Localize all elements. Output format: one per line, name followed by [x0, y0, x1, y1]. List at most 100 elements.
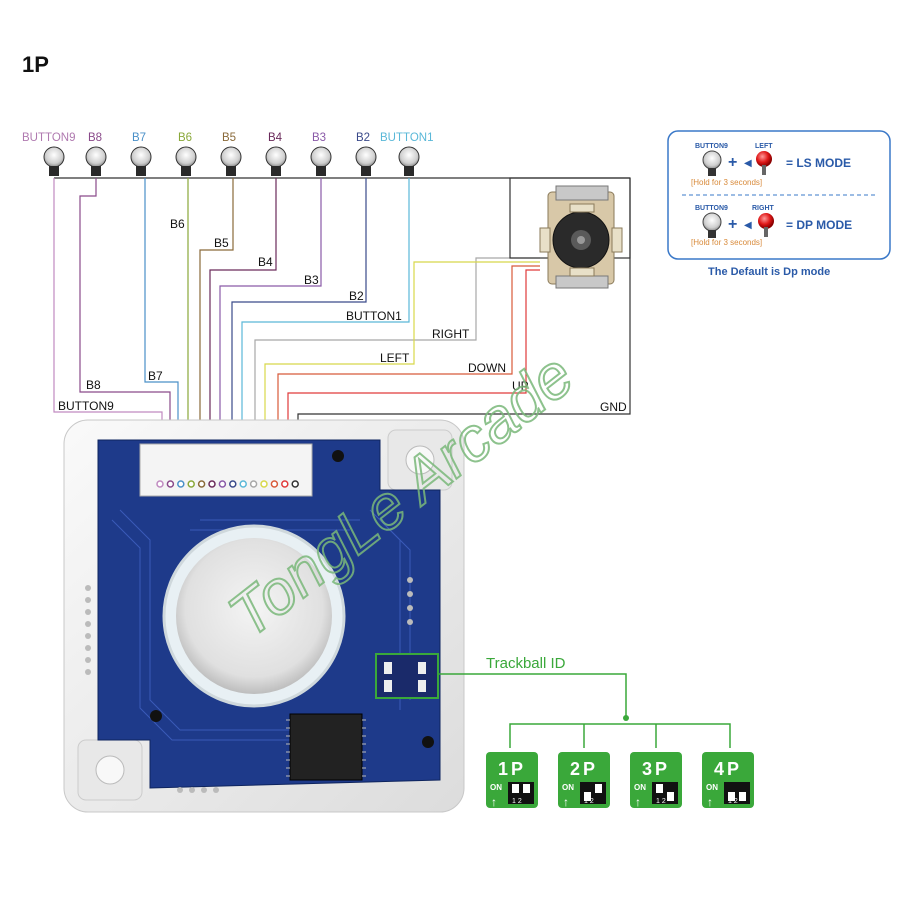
arcade-button-icon [398, 146, 420, 168]
button-label: B8 [88, 132, 102, 144]
wire-label-gnd: GND [600, 400, 627, 414]
arcade-button-stem [271, 166, 281, 176]
ls-button-stem [708, 168, 716, 176]
arcade-button-icon [175, 146, 197, 168]
wire-label-b7: B7 [148, 369, 163, 383]
arcade-button-icon [220, 146, 242, 168]
pcb-screw-holes [150, 450, 434, 748]
connector-pin [239, 480, 247, 488]
button-label: B7 [132, 132, 146, 144]
ls-joystick-ball-icon [756, 151, 772, 167]
dp-hold-note: [Hold for 3 seconds] [691, 238, 762, 247]
wire-label-b3: B3 [304, 273, 319, 287]
id-dip-lever [656, 784, 663, 793]
case-screw-top-right [405, 445, 435, 475]
wire-label-button1: BUTTON1 [346, 309, 402, 323]
ls-joystick-stick [762, 165, 766, 175]
dp-button-label: BUTTON9 [695, 205, 728, 212]
right-arrow-icon: ◀ [744, 220, 752, 231]
arcade-button-stem [49, 166, 59, 176]
wire-label-b2: B2 [349, 289, 364, 303]
up-arrow-icon: ↑ [563, 795, 569, 809]
button-label: BUTTON1 [380, 132, 433, 144]
id-dip-lever [523, 784, 530, 793]
up-arrow-icon: ↑ [491, 795, 497, 809]
up-arrow-icon: ↑ [707, 795, 713, 809]
id-badge-label: 4P [714, 759, 742, 779]
wire-up [287, 269, 540, 445]
wire-label-right: RIGHT [432, 327, 470, 341]
id-dip-numbers: 1 2 [728, 798, 738, 805]
connector-pin [187, 480, 195, 488]
dp-mode-result: = DP MODE [786, 218, 852, 232]
wire-label-button9: BUTTON9 [58, 399, 114, 413]
chip-pins [286, 719, 366, 777]
wire-button1 [241, 178, 410, 445]
wire-connector [139, 443, 313, 497]
arcade-button-stem [316, 166, 326, 176]
wire-label-b8: B8 [86, 378, 101, 392]
dp-plus: + [728, 216, 737, 233]
arcade-button-icon [130, 146, 152, 168]
id-dip-lever [739, 792, 746, 801]
wire-right [254, 257, 540, 445]
wire-b5 [199, 178, 234, 445]
id-badge-label: 1P [498, 759, 526, 779]
arcade-button-stem [404, 166, 414, 176]
connector-pin [218, 480, 227, 488]
arcade-button-stem [226, 166, 236, 176]
id-badge-label: 3P [642, 759, 670, 779]
connector-pin [177, 480, 185, 488]
microcontroller-chip [289, 713, 363, 781]
id-dip-lever [512, 784, 519, 793]
mode-panel: BUTTON9 + LEFT ◀ = LS MODE [Hold for 3 s… [667, 130, 891, 278]
mode-panel-border [667, 130, 891, 260]
button-label: BUTTON9 [22, 132, 75, 144]
connector-pin [197, 480, 206, 488]
id-dip-lever [667, 792, 674, 801]
wire-b8 [79, 178, 171, 445]
ls-hold-note: [Hold for 3 seconds] [691, 178, 762, 187]
board-dip-lever-3 [418, 662, 426, 674]
left-arrow-icon: ◀ [744, 158, 752, 169]
arcade-button-icon [85, 146, 107, 168]
id-badge-on: ON [490, 783, 502, 792]
connector-pin [166, 480, 175, 488]
id-badge-label: 2P [570, 759, 598, 779]
arcade-button-stem [136, 166, 146, 176]
id-dip-numbers: 1 2 [584, 798, 594, 805]
wire-label-b4: B4 [258, 255, 273, 269]
default-mode-note: The Default is Dp mode [708, 266, 830, 278]
connector-pin [156, 480, 164, 488]
dp-joystick-ball-icon [758, 213, 774, 229]
arcade-button-stem [91, 166, 101, 176]
id-badge-on: ON [634, 783, 646, 792]
board-dip-lever-1 [384, 662, 392, 674]
id-badge-on: ON [562, 783, 574, 792]
arcade-button-stem [361, 166, 371, 176]
joystick-switch-top [569, 203, 595, 213]
dp-direction-label: RIGHT [752, 205, 775, 212]
id-dip-lever [595, 784, 602, 793]
connector-pin [229, 480, 237, 488]
wire-label-left: LEFT [380, 351, 410, 365]
wire-down [277, 265, 540, 445]
joystick-center [577, 236, 585, 244]
trackball-id-label: Trackball ID [486, 655, 566, 672]
dp-joystick-stick [764, 227, 768, 237]
button-label: B3 [312, 132, 326, 144]
ls-plus: + [728, 154, 737, 171]
ls-button-label: BUTTON9 [695, 143, 728, 150]
connector-pin [291, 480, 299, 488]
arcade-button-icon [265, 146, 287, 168]
button-label: B4 [268, 132, 283, 144]
connector-pin [270, 480, 279, 488]
wire-label-b5: B5 [214, 236, 229, 250]
id-dip-numbers: 1 2 [512, 798, 522, 805]
ls-direction-label: LEFT [755, 143, 773, 150]
button-label: B5 [222, 132, 236, 144]
callout-node [623, 715, 629, 721]
